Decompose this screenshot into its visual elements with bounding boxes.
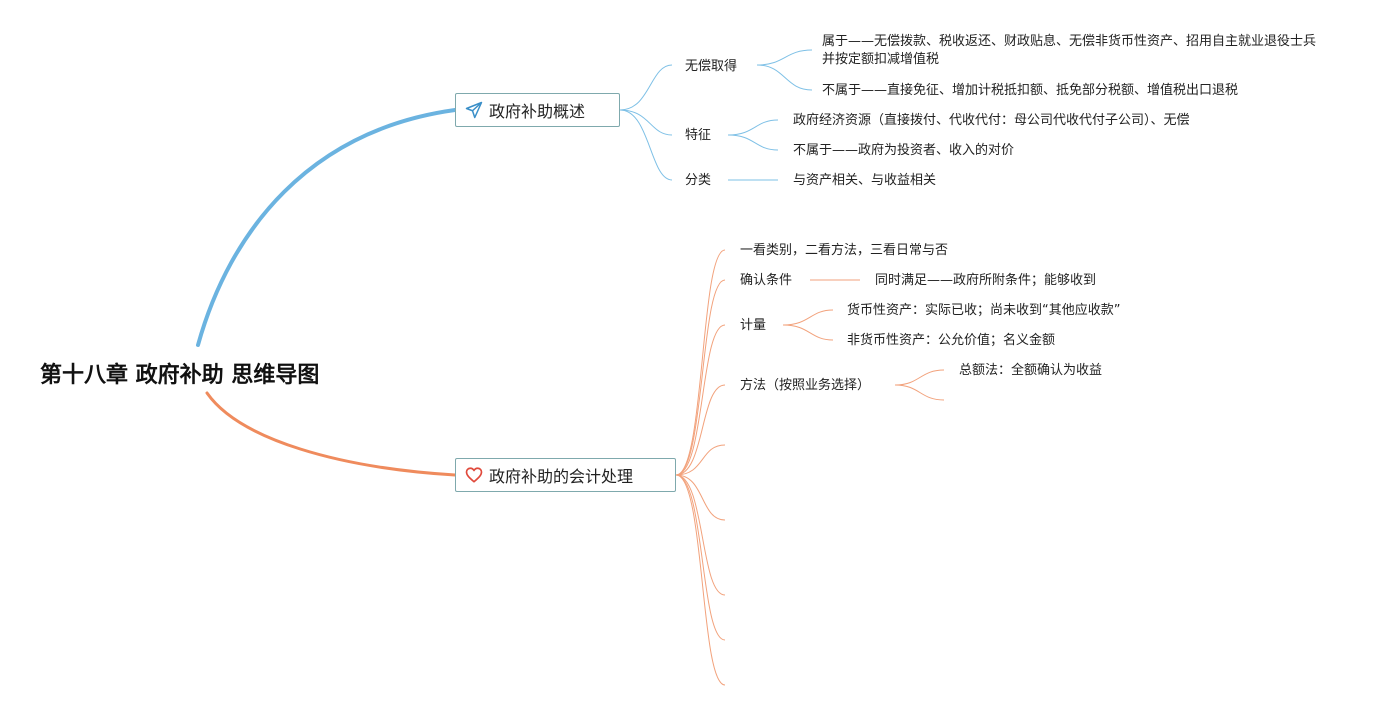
topic-fenlei-item[interactable]: 与资产相关、与收益相关 <box>793 173 937 188</box>
topic-jiliang-item2[interactable]: 非货币性资产：公允价值；名义金额 <box>847 333 1056 348</box>
topic-wuchang-not-belongs[interactable]: 不属于——直接免征、增加计税抵扣额、抵免部分税额、增值税出口退税 <box>822 83 1239 98</box>
tezheng-to-item1 <box>727 119 779 136</box>
branch2-to-empty5 <box>675 474 726 686</box>
branch1-title: 政府补助概述 <box>489 102 586 121</box>
jiliang-to-item2 <box>782 324 834 341</box>
topic-wuchang-belongs[interactable]: 属于——无偿拨款、税收返还、财政贴息、无偿非货币性资产、招用自主就业退役士兵并按… <box>822 34 1317 67</box>
branch-government-subsidy-overview[interactable]: 政府补助概述 <box>455 93 620 127</box>
topic-wuchang[interactable]: 无偿取得 <box>685 59 738 74</box>
branch2-to-fangfa <box>675 384 726 476</box>
branch2-to-jiliang <box>675 324 726 476</box>
branch2-to-tip <box>675 249 726 476</box>
branch1-to-tezheng <box>619 109 673 136</box>
tezheng-to-item2 <box>727 134 779 151</box>
topic-tezheng-item2[interactable]: 不属于——政府为投资者、收入的对价 <box>793 143 1015 158</box>
branch1-to-wuchang <box>619 64 673 111</box>
root-topic[interactable]: 第十八章 政府补助 思维导图 <box>40 363 320 388</box>
root-to-branch1-connector <box>196 108 457 347</box>
jiliang-to-item1 <box>782 309 834 326</box>
topic-fangfa-item1[interactable]: 总额法：全额确认为收益 <box>959 363 1103 378</box>
branch1-to-fenlei <box>619 109 673 181</box>
topic-queren[interactable]: 确认条件 <box>740 273 793 288</box>
topic-tezheng-item1[interactable]: 政府经济资源（直接拨付、代收代付：母公司代收代付子公司）、无偿 <box>793 113 1190 128</box>
fangfa-to-item2 <box>894 384 945 401</box>
root-to-branch2-connector <box>205 391 457 477</box>
branch2-title: 政府补助的会计处理 <box>489 467 634 486</box>
topic-tip[interactable]: 一看类别，二看方法，三看日常与否 <box>740 243 949 258</box>
fangfa-to-item1 <box>894 369 945 386</box>
branch2-to-empty1 <box>675 444 726 476</box>
branch-government-subsidy-accounting[interactable]: 政府补助的会计处理 <box>455 458 676 492</box>
branch2-to-empty4 <box>675 474 726 641</box>
heart-icon <box>464 465 484 485</box>
topic-jiliang-item1[interactable]: 货币性资产：实际已收；尚未收到“其他应收款” <box>847 303 1121 318</box>
branch2-to-empty2 <box>675 474 726 521</box>
topic-fenlei[interactable]: 分类 <box>685 173 712 188</box>
branch2-to-queren <box>675 279 726 476</box>
topic-tezheng[interactable]: 特征 <box>685 128 712 143</box>
branch2-to-empty3 <box>675 474 726 596</box>
topic-jiliang[interactable]: 计量 <box>740 318 767 333</box>
wuchang-to-belongs <box>756 49 813 66</box>
topic-queren-item[interactable]: 同时满足——政府所附条件；能够收到 <box>875 273 1097 288</box>
paper-plane-icon <box>464 100 484 120</box>
wuchang-to-notbelongs <box>756 64 813 91</box>
topic-fangfa[interactable]: 方法（按照业务选择） <box>740 378 871 393</box>
